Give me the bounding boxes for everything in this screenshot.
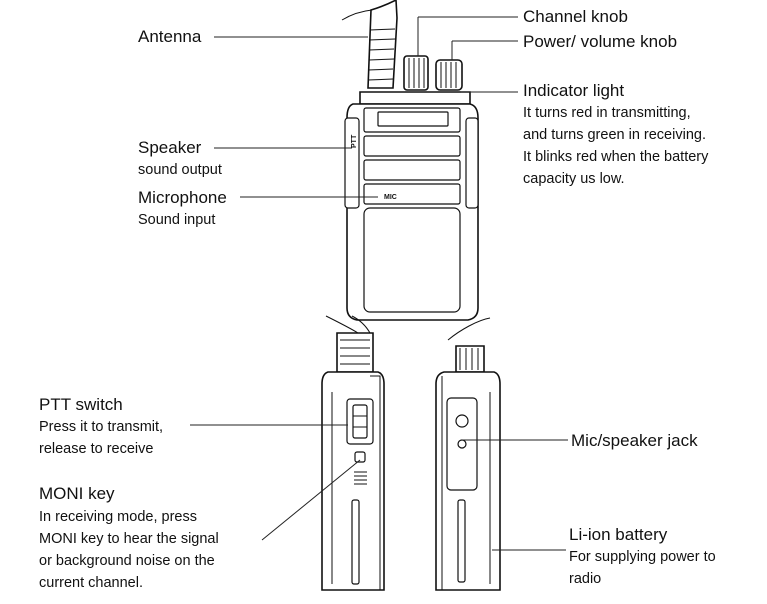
leader-lines <box>190 16 568 551</box>
speaker-label: Speaker <box>138 138 202 157</box>
antenna <box>367 0 398 89</box>
moni-desc-3: or background noise on the <box>39 553 215 569</box>
ptt-desc-1: Press it to transmit, <box>39 419 163 435</box>
left-side-radio <box>321 315 385 591</box>
microphone-label: Microphone <box>138 188 227 207</box>
right-side-radio <box>435 317 501 591</box>
moni-label: MONI key <box>39 484 115 503</box>
ptt-label: PTT switch <box>39 395 123 414</box>
moni-desc-1: In receiving mode, press <box>39 509 197 525</box>
mic-marking: MIC <box>384 194 397 201</box>
ptt-desc-2: release to receive <box>39 441 153 457</box>
front-label-panel <box>363 207 461 313</box>
front-radio: PTT MIC <box>341 0 479 321</box>
channel-knob-label: Channel knob <box>523 7 628 26</box>
indicator-desc-4: capacity us low. <box>523 171 625 187</box>
microphone-sub: Sound input <box>138 212 215 228</box>
indicator-desc-1: It turns red in transmitting, <box>523 105 691 121</box>
moni-button-shape <box>354 451 366 463</box>
side-grip-lines <box>354 471 367 485</box>
jack-label: Mic/speaker jack <box>571 431 698 450</box>
channel-knob <box>403 55 429 91</box>
indicator-desc-3: It blinks red when the battery <box>523 149 709 165</box>
battery-desc-2: radio <box>569 571 601 587</box>
ptt-marking: PTT <box>351 134 358 148</box>
power-volume-knob <box>435 59 463 91</box>
speaker-sub: sound output <box>138 162 222 178</box>
battery-desc-1: For supplying power to <box>569 549 716 565</box>
callouts: Antenna Speaker sound output Microphone … <box>39 7 716 591</box>
moni-desc-4: current channel. <box>39 575 143 591</box>
power-knob-label: Power/ volume knob <box>523 32 677 51</box>
indicator-desc-2: and turns green in receiving. <box>523 127 706 143</box>
ptt-button-shape <box>346 398 374 445</box>
indicator-label: Indicator light <box>523 81 624 100</box>
speaker-grille <box>363 107 461 205</box>
battery-label: Li-ion battery <box>569 525 668 544</box>
moni-desc-2: MONI key to hear the signal <box>39 531 219 547</box>
antenna-label: Antenna <box>138 27 202 46</box>
